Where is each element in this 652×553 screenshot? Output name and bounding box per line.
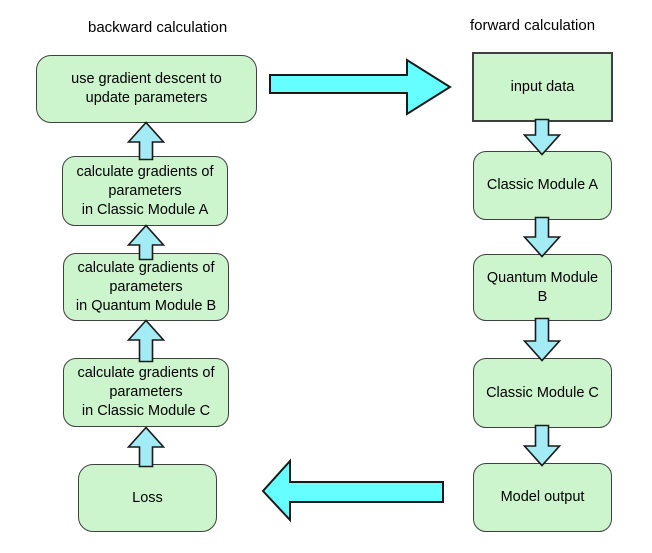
node-label: Model output (500, 489, 585, 505)
node-quantum-module-b: Quantum Module B (473, 254, 612, 321)
down-arrow-icon (522, 216, 562, 258)
node-label: calculate gradients of parameters in Cla… (77, 365, 215, 419)
node-use-gradient-descent: use gradient descent to update parameter… (36, 55, 257, 123)
node-gradients-quantum-module-b: calculate gradients of parameters in Qua… (63, 253, 229, 321)
up-arrow-icon (126, 224, 166, 261)
node-classic-module-c: Classic Module C (473, 358, 612, 428)
node-gradients-classic-module-a: calculate gradients of parameters in Cla… (62, 156, 228, 226)
node-label: Classic Module C (486, 384, 599, 401)
up-arrow-icon (126, 121, 166, 161)
node-label: input data (510, 78, 575, 95)
node-loss: Loss (78, 464, 217, 532)
node-model-output: Model output (473, 463, 612, 532)
up-arrow-icon (126, 426, 166, 468)
node-input-data: input data (472, 52, 613, 122)
backward-calculation-title: backward calculation (88, 19, 228, 36)
down-arrow-icon (522, 424, 562, 467)
node-label: Quantum Module B (486, 269, 599, 305)
left-flow-arrow-icon (261, 458, 444, 523)
node-label: calculate gradients of parameters in Qua… (75, 259, 217, 314)
right-flow-arrow-icon (269, 58, 452, 116)
up-arrow-icon (126, 319, 166, 363)
node-label: Loss (132, 489, 163, 506)
node-label: calculate gradients of parameters in Cla… (76, 163, 214, 218)
node-label: use gradient descent to update parameter… (71, 71, 222, 106)
node-label: Classic Module A (486, 177, 599, 193)
down-arrow-icon (522, 317, 562, 362)
forward-calculation-title: forward calculation (470, 17, 596, 34)
down-arrow-icon (522, 118, 562, 156)
node-gradients-classic-module-c: calculate gradients of parameters in Cla… (63, 358, 229, 427)
node-classic-module-a: Classic Module A (473, 151, 612, 220)
